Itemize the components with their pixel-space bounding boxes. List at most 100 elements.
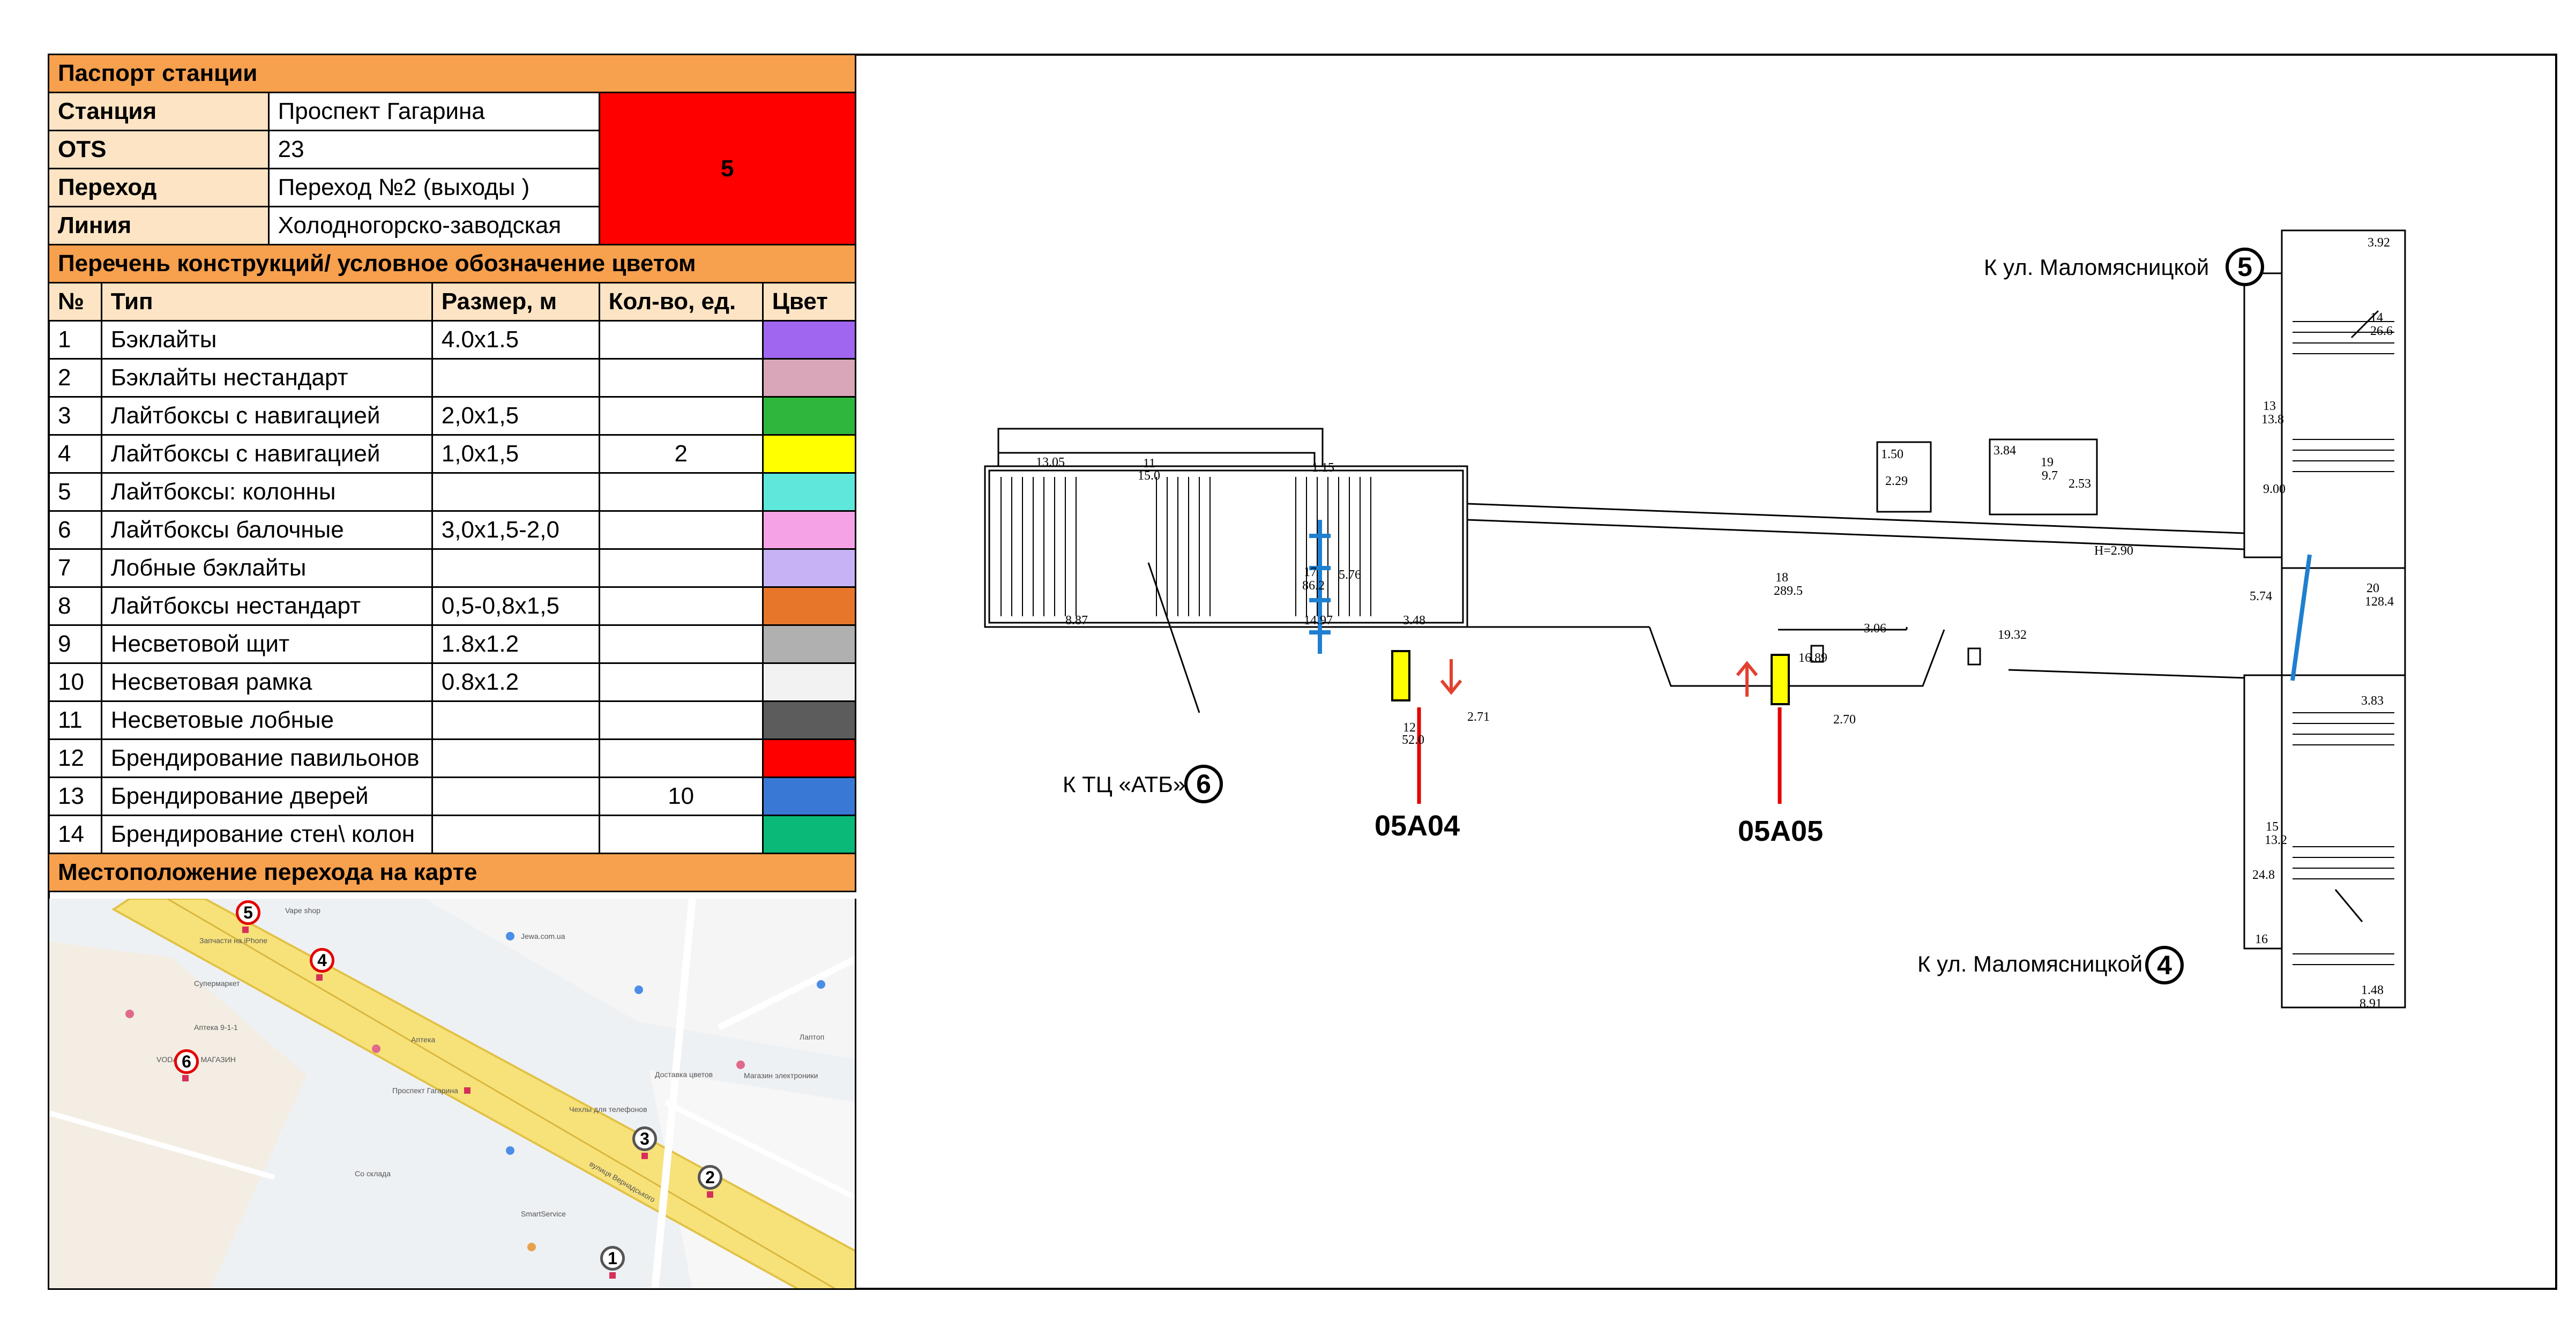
row-size: 1.8x1.2	[431, 624, 600, 664]
dimension-label: 15.0	[1138, 469, 1160, 483]
dimension-label: 86.2	[1302, 579, 1325, 593]
row-num: 14	[48, 815, 102, 854]
row-size: 2,0x1,5	[431, 396, 600, 436]
metro-entrance-icon	[242, 927, 249, 933]
metro-entrance-icon	[316, 974, 323, 981]
code-05a04: 05A04	[1375, 810, 1460, 842]
location-map: Vape shop Запчасти на iPhone Jewa.com.ua…	[48, 899, 856, 1290]
row-num: 7	[48, 548, 102, 588]
row-type: Лобные бэклайты	[100, 548, 433, 588]
line-label: Линия	[48, 206, 270, 245]
lightbox-05a04[interactable]	[1391, 650, 1410, 701]
side-road	[664, 1100, 855, 1200]
map-poi-label: Проспект Гагарина	[392, 1086, 458, 1095]
map-poi-label: Co склада	[355, 1169, 391, 1178]
dimension-label: 13.05	[1036, 456, 1065, 469]
road-centerline	[167, 899, 836, 1288]
dimension-label: 52.0	[1402, 733, 1424, 747]
poi-pin-icon	[506, 1146, 514, 1155]
row-num: 5	[48, 472, 102, 512]
row-type: Бэклайты нестандарт	[100, 358, 433, 398]
row-size	[431, 738, 600, 778]
dimension-label: 8.87	[1065, 614, 1088, 628]
metro-entrance-icon	[707, 1191, 713, 1198]
map-poi-label: Магазин электроники	[744, 1071, 818, 1080]
map-poi-label: SmartService	[521, 1209, 566, 1218]
passport-title: Паспорт станции	[48, 54, 856, 93]
row-type: Несветовые лобные	[100, 700, 433, 740]
metro-entrance-icon	[182, 1075, 189, 1081]
row-num: 2	[48, 358, 102, 398]
row-num: 8	[48, 586, 102, 626]
row-qty	[598, 586, 764, 626]
dimension-label: 17	[1304, 565, 1317, 579]
stair-hatching	[1000, 321, 2394, 965]
side-road	[718, 955, 855, 1031]
color-swatch	[761, 510, 857, 550]
row-size	[431, 777, 600, 816]
row-size	[431, 815, 600, 854]
map-poi-label: Лаптоп	[800, 1033, 825, 1041]
dimension-label: 5.74	[2250, 589, 2272, 603]
row-size	[431, 700, 600, 740]
dimension-label: 12	[1403, 721, 1416, 735]
row-type: Лайтбоксы с навигацией	[100, 434, 433, 474]
row-size: 0,5-0,8x1,5	[431, 586, 600, 626]
dimension-label: 19.32	[1998, 628, 2027, 642]
dimension-label: 14	[2370, 311, 2383, 325]
row-qty: 10	[598, 777, 764, 816]
color-swatch	[761, 777, 857, 816]
ots-label: OTS	[48, 130, 270, 169]
color-swatch	[761, 358, 857, 398]
dimension-label: 15	[2266, 820, 2279, 834]
map-poi-label: Аптека	[411, 1035, 436, 1044]
row-num: 1	[48, 320, 102, 360]
map-poi-label: Jewa.com.ua	[521, 932, 565, 940]
row-qty	[598, 738, 764, 778]
label-exit-4: К ул. Маломясницкой	[1917, 951, 2143, 976]
map-poi-label: Доставка цветов	[655, 1070, 713, 1079]
passage-plan: К ул. Маломясницкой 5 К ул. Маломясницко…	[856, 54, 2557, 1290]
color-swatch	[761, 472, 857, 512]
row-qty	[598, 624, 764, 664]
dimension-label: 5.76	[1339, 568, 1361, 582]
lightbox-05a05[interactable]	[1771, 654, 1790, 705]
map-title: Местоположение перехода на карте	[48, 853, 856, 892]
left-stair-hall	[984, 465, 1468, 628]
row-type: Лайтбоксы балочные	[100, 510, 433, 550]
plan-drawing	[984, 229, 2406, 1009]
metro-entrance-icon	[641, 1153, 648, 1159]
row-type: Брендирование стен\ колон	[100, 815, 433, 854]
poi-pin-icon	[372, 1044, 380, 1053]
row-qty	[598, 700, 764, 740]
map-poi-label: Vape shop	[285, 906, 320, 915]
row-type: Брендирование павильонов	[100, 738, 433, 778]
dimension-label: 1.48	[2361, 983, 2384, 997]
row-type: Несветовая рамка	[100, 662, 433, 702]
row-qty	[598, 320, 764, 360]
dimension-label: 13.2	[2265, 833, 2287, 847]
color-swatch	[761, 700, 857, 740]
row-type: Бэклайты	[100, 320, 433, 360]
dimension-label: 16.89	[1798, 651, 1827, 665]
dimension-label: 3.06	[1864, 622, 1886, 636]
dimension-label: 19	[2041, 456, 2054, 469]
row-type: Лайтбоксы с навигацией	[100, 396, 433, 436]
exit-5-badge: 5	[2226, 248, 2264, 286]
row-size: 0.8x1.2	[431, 662, 600, 702]
map-poi-label: Чехлы для телефонов	[569, 1105, 647, 1114]
row-qty	[598, 396, 764, 436]
right-stair-bottom	[2281, 674, 2406, 1009]
row-type: Лайтбоксы: колонны	[100, 472, 433, 512]
dimension-label: 3.84	[1993, 444, 2016, 458]
dimension-label: 1.50	[1881, 447, 1903, 461]
row-qty	[598, 358, 764, 398]
